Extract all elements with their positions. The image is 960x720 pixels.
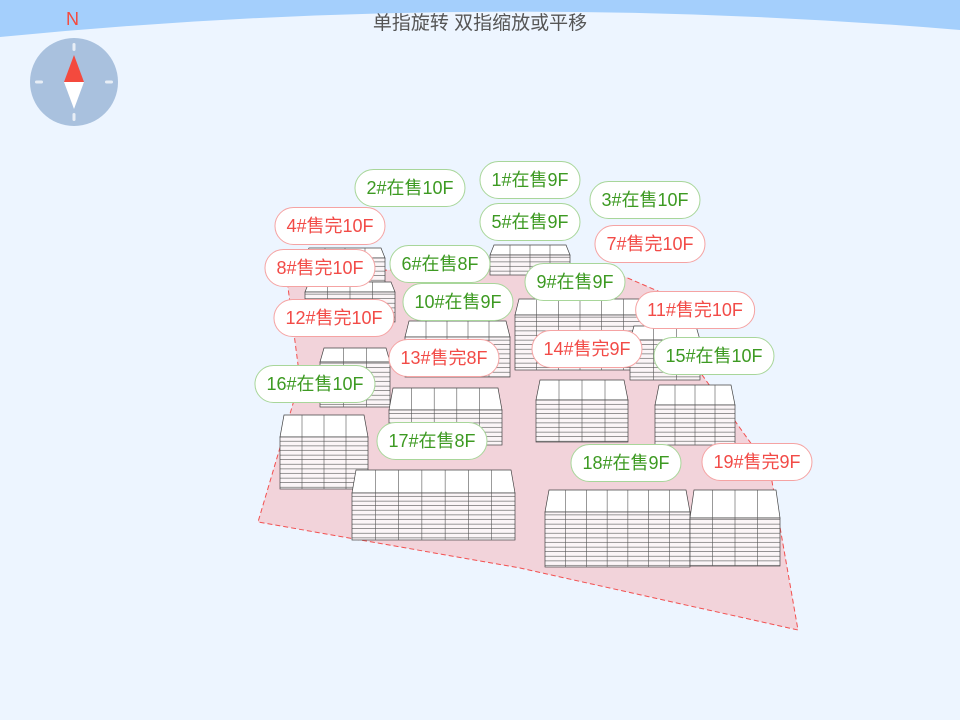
building-label-17[interactable]: 17#在售8F: [376, 422, 488, 460]
building-label-5[interactable]: 5#在售9F: [479, 203, 581, 241]
building-label-11[interactable]: 11#售完10F: [635, 291, 755, 329]
gesture-hint: 单指旋转 双指缩放或平移: [372, 13, 588, 34]
building-roof: [351, 469, 516, 494]
building-label-13[interactable]: 13#售完8F: [388, 339, 500, 377]
building-label-18[interactable]: 18#在售9F: [570, 444, 682, 482]
building-roof: [319, 347, 391, 363]
building-label-7[interactable]: 7#售完10F: [594, 225, 706, 263]
building-label-1[interactable]: 1#在售9F: [479, 161, 581, 199]
building-label-2[interactable]: 2#在售10F: [354, 169, 466, 207]
compass-north-label: N: [66, 9, 79, 29]
compass-icon[interactable]: [30, 38, 118, 126]
building-roof: [544, 489, 691, 513]
building-label-8[interactable]: 8#售完10F: [264, 249, 376, 287]
building-block[interactable]: [351, 492, 516, 541]
building-label-14[interactable]: 14#售完9F: [531, 330, 643, 368]
building-label-19[interactable]: 19#售完9F: [701, 443, 813, 481]
building-label-6[interactable]: 6#在售8F: [389, 245, 491, 283]
building-block[interactable]: [544, 511, 691, 568]
building-label-3[interactable]: 3#在售10F: [589, 181, 701, 219]
building-label-10[interactable]: 10#在售9F: [402, 283, 514, 321]
top-banner: [0, 0, 960, 37]
building-label-12[interactable]: 12#售完10F: [273, 299, 395, 337]
building-label-15[interactable]: 15#在售10F: [653, 337, 775, 375]
building-roof: [388, 387, 503, 411]
building-label-9[interactable]: 9#在售9F: [524, 263, 626, 301]
building-roof: [404, 320, 511, 338]
building-label-4[interactable]: 4#售完10F: [274, 207, 386, 245]
building-label-16[interactable]: 16#在售10F: [254, 365, 376, 403]
